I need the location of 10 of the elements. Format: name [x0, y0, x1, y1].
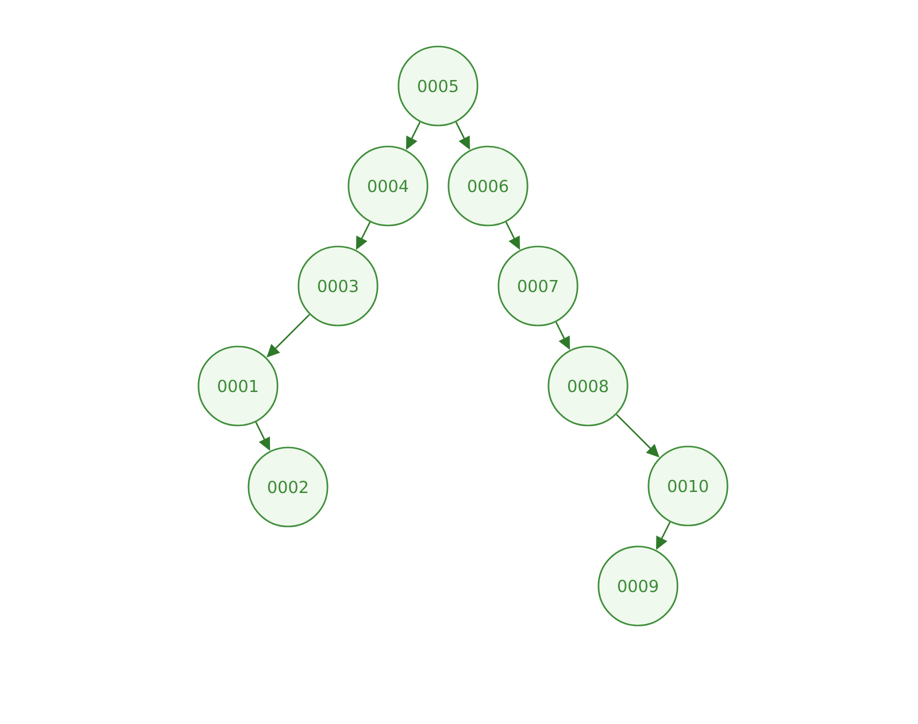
tree-node: 0009	[598, 546, 678, 626]
tree-node: 0001	[198, 346, 278, 426]
tree-node: 0007	[498, 246, 578, 326]
tree-node: 0003	[298, 246, 378, 326]
tree-node: 0004	[348, 146, 428, 226]
tree-node: 0005	[398, 46, 478, 126]
tree-node: 0010	[648, 446, 728, 526]
tree-node: 0006	[448, 146, 528, 226]
tree-node: 0002	[248, 446, 328, 528]
tree-node: 0008	[548, 346, 628, 426]
